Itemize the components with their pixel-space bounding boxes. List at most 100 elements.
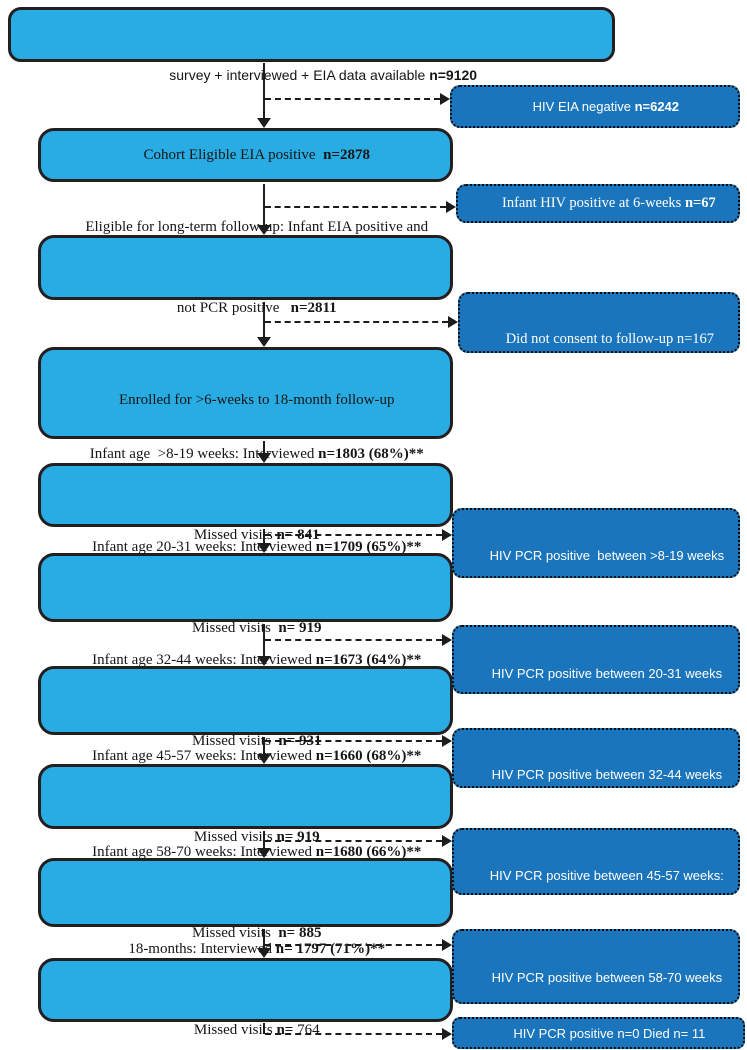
text-segment: 18-months: Interviewed bbox=[128, 941, 276, 957]
flow-arrow-line bbox=[263, 737, 265, 755]
text-segment: survey + interviewed + EIA data availabl… bbox=[169, 66, 430, 83]
text-segment: Eligible for long-term follow-up: Infant… bbox=[85, 218, 429, 235]
text-segment-bold: n=6242 bbox=[634, 99, 680, 114]
box-text-line: Missed visits n= 919 bbox=[170, 588, 322, 669]
branch-arrow-dashed bbox=[265, 1033, 442, 1035]
study-population-box: 6-week-old infant enrolled in SA PMTCT E… bbox=[8, 0, 615, 83]
text-segment: HIV PCR positive between 32-44 weeks bbox=[491, 767, 723, 782]
box-text-line: survey + interviewed + EIA data availabl… bbox=[146, 35, 477, 116]
branch-arrowhead-right bbox=[442, 1028, 452, 1040]
box-text-line: 18-months: Interviewed n= 1797 (71%)** bbox=[106, 909, 385, 990]
text-segment: Missed visits bbox=[192, 732, 279, 749]
box-text-line: HIV PCR positive between 20-31 weeks bbox=[470, 636, 723, 711]
box-text-line: Enrolled for >6-weeks to 18-month follow… bbox=[97, 360, 395, 441]
text-segment: 6-week-old infant enrolled in SA PMTCT E… bbox=[84, 0, 562, 2]
branch-arrow-dashed bbox=[265, 639, 442, 641]
box-text-line: HIV PCR positive between 45-57 weeks: bbox=[468, 838, 724, 913]
text-segment-bold: n=1709 (65%)** bbox=[315, 538, 422, 555]
cohort-eligible-box: Cohort Eligible EIA positive n=2878 bbox=[38, 128, 453, 182]
text-segment: Enrolled for >6-weeks to 18-month follow… bbox=[119, 392, 395, 408]
text-segment: HIV EIA negative bbox=[532, 99, 635, 114]
flow-arrow-line bbox=[263, 1023, 265, 1034]
flow-arrowhead-down bbox=[257, 453, 271, 463]
box-text-line: Did not consent to follow-up n=167 bbox=[484, 302, 714, 377]
branch-arrowhead-right bbox=[442, 529, 452, 541]
text-segment-bold: n= 885 bbox=[278, 924, 322, 941]
box-text-line: Infant HIV positive at 6-weeks n=67 bbox=[480, 166, 716, 241]
box-text-line: Eligible for long-term follow-up: Infant… bbox=[63, 187, 428, 268]
text-segment: HIV PCR positive between 58-70 weeks bbox=[491, 970, 723, 985]
flow-arrowhead-down bbox=[257, 754, 271, 764]
branch-arrow-dashed bbox=[265, 206, 446, 208]
text-segment: Infant HIV positive at 6-weeks bbox=[501, 195, 685, 211]
hiv-positive-6-weeks-box: Infant HIV positive at 6-weeks n=67 bbox=[456, 184, 740, 223]
text-segment: Cohort Eligible EIA positive bbox=[143, 146, 324, 163]
text-segment-bold: n=9120 bbox=[429, 66, 478, 83]
text-segment: Infant age 58-70 weeks: Interviewed bbox=[92, 843, 316, 860]
text-segment-bold: n=1660 (68%)** bbox=[315, 747, 422, 764]
branch-arrowhead-right bbox=[442, 634, 452, 646]
branch-arrow-dashed bbox=[265, 321, 448, 323]
text-segment-bold: n= bbox=[276, 1022, 294, 1038]
box-text-line: HIV PCR positive n=0 Died n= 11 bbox=[492, 996, 706, 1050]
text-segment: not PCR positive bbox=[176, 299, 291, 316]
text-segment: Infant age 32-44 weeks: Interviewed bbox=[92, 651, 316, 668]
text-segment: HIV PCR positive between 45-57 weeks: bbox=[489, 868, 724, 883]
flow-arrow-line bbox=[263, 529, 265, 544]
flow-arrowhead-down bbox=[257, 656, 271, 666]
text-segment-bold: n=2811 bbox=[290, 299, 337, 316]
box-text-line: Infant age 32-44 weeks: Interviewed n=16… bbox=[70, 620, 422, 701]
branch-arrowhead-right bbox=[442, 939, 452, 951]
box-text-line: HIV PCR positive between >8-19 weeks bbox=[468, 518, 724, 593]
flow-arrowhead-down bbox=[257, 225, 271, 235]
text-segment-bold: n=1803 (68%)** bbox=[318, 446, 424, 462]
box-text-line: 6-week-old infant enrolled in SA PMTCT E… bbox=[61, 0, 562, 35]
box-text-line: Infant age >8-19 weeks: Interviewed n=18… bbox=[67, 414, 424, 495]
flow-arrow-line bbox=[263, 831, 265, 849]
eligible-followup-box: Eligible for long-term follow-up: Infant… bbox=[38, 219, 453, 316]
box-text-line: Infant age 58-70 weeks: Interviewed n=16… bbox=[70, 812, 422, 893]
box-text-line: not PCR positive n=2811 bbox=[154, 268, 337, 349]
box-text-line: HIV PCR positive between 32-44 weeks bbox=[470, 737, 723, 812]
text-segment: Infant age 45-57 weeks: Interviewed bbox=[92, 747, 316, 764]
branch-arrowhead-right bbox=[448, 316, 458, 328]
text-segment: Did not consent to follow-up n=167 bbox=[505, 331, 715, 347]
text-segment: Missed visits bbox=[192, 924, 279, 941]
flow-arrowhead-down bbox=[257, 543, 271, 553]
flow-arrow-line bbox=[263, 63, 265, 119]
text-segment: HIV PCR positive between >8-19 weeks bbox=[489, 548, 725, 563]
stage-45-57-weeks-box: Infant age 45-57 weeks: Interviewed n=16… bbox=[38, 748, 453, 845]
text-segment: HIV PCR positive n=0 Died n= 11 bbox=[513, 1025, 706, 1041]
pcr-20-31-weeks-box: HIV PCR positive between 20-31 weeks n= … bbox=[452, 625, 740, 756]
branch-arrow-dashed bbox=[265, 98, 440, 100]
flow-arrowhead-down bbox=[257, 848, 271, 858]
branch-arrowhead-right bbox=[446, 201, 456, 213]
text-segment-bold: n=67 bbox=[684, 195, 716, 211]
no-consent-box: Did not consent to follow-up n=167 bbox=[458, 292, 740, 353]
text-segment: Infant age 20-31 weeks: Interviewed bbox=[92, 538, 316, 555]
eia-negative-box: HIV EIA negative n=6242 bbox=[450, 85, 740, 128]
stage-8-19-weeks-box: Infant age >8-19 weeks: Interviewed n=18… bbox=[38, 446, 453, 543]
pcr-58-70-weeks-box: HIV PCR positive between 58-70 weeks n= … bbox=[452, 929, 740, 1050]
pcr-18-months-box: HIV PCR positive n=0 Died n= 11 bbox=[452, 1017, 745, 1049]
pcr-32-44-weeks-box: HIV PCR positive between 32-44 weeks n= … bbox=[452, 728, 740, 857]
text-segment: HIV PCR positive between 20-31 weeks bbox=[491, 666, 723, 681]
flow-arrowhead-down bbox=[257, 337, 271, 347]
text-segment-bold: n=1680 (66%)** bbox=[315, 843, 422, 860]
text-segment-bold: n= 919 bbox=[278, 619, 322, 636]
text-segment: Infant age >8-19 weeks: Interviewed bbox=[89, 446, 319, 462]
text-segment-bold: n=2878 bbox=[323, 146, 370, 163]
stage-20-31-weeks-box: Infant age 20-31 weeks: Interviewed n=17… bbox=[38, 539, 453, 636]
branch-arrow-dashed bbox=[265, 840, 442, 842]
branch-arrowhead-right bbox=[440, 93, 450, 105]
branch-arrow-dashed bbox=[265, 534, 442, 536]
branch-arrow-dashed bbox=[265, 740, 442, 742]
box-text-line: HIV EIA negative n=6242 bbox=[511, 69, 679, 144]
enrolled-box: Enrolled for >6-weeks to 18-month follow… bbox=[38, 347, 453, 489]
branch-arrow-dashed bbox=[265, 944, 442, 946]
branch-arrowhead-right bbox=[442, 835, 452, 847]
flow-arrow-line bbox=[263, 441, 265, 454]
pcr-8-19-weeks-box: HIV PCR positive between >8-19 weeks n= … bbox=[452, 508, 740, 638]
text-segment-bold: n=1673 (64%)** bbox=[315, 651, 422, 668]
